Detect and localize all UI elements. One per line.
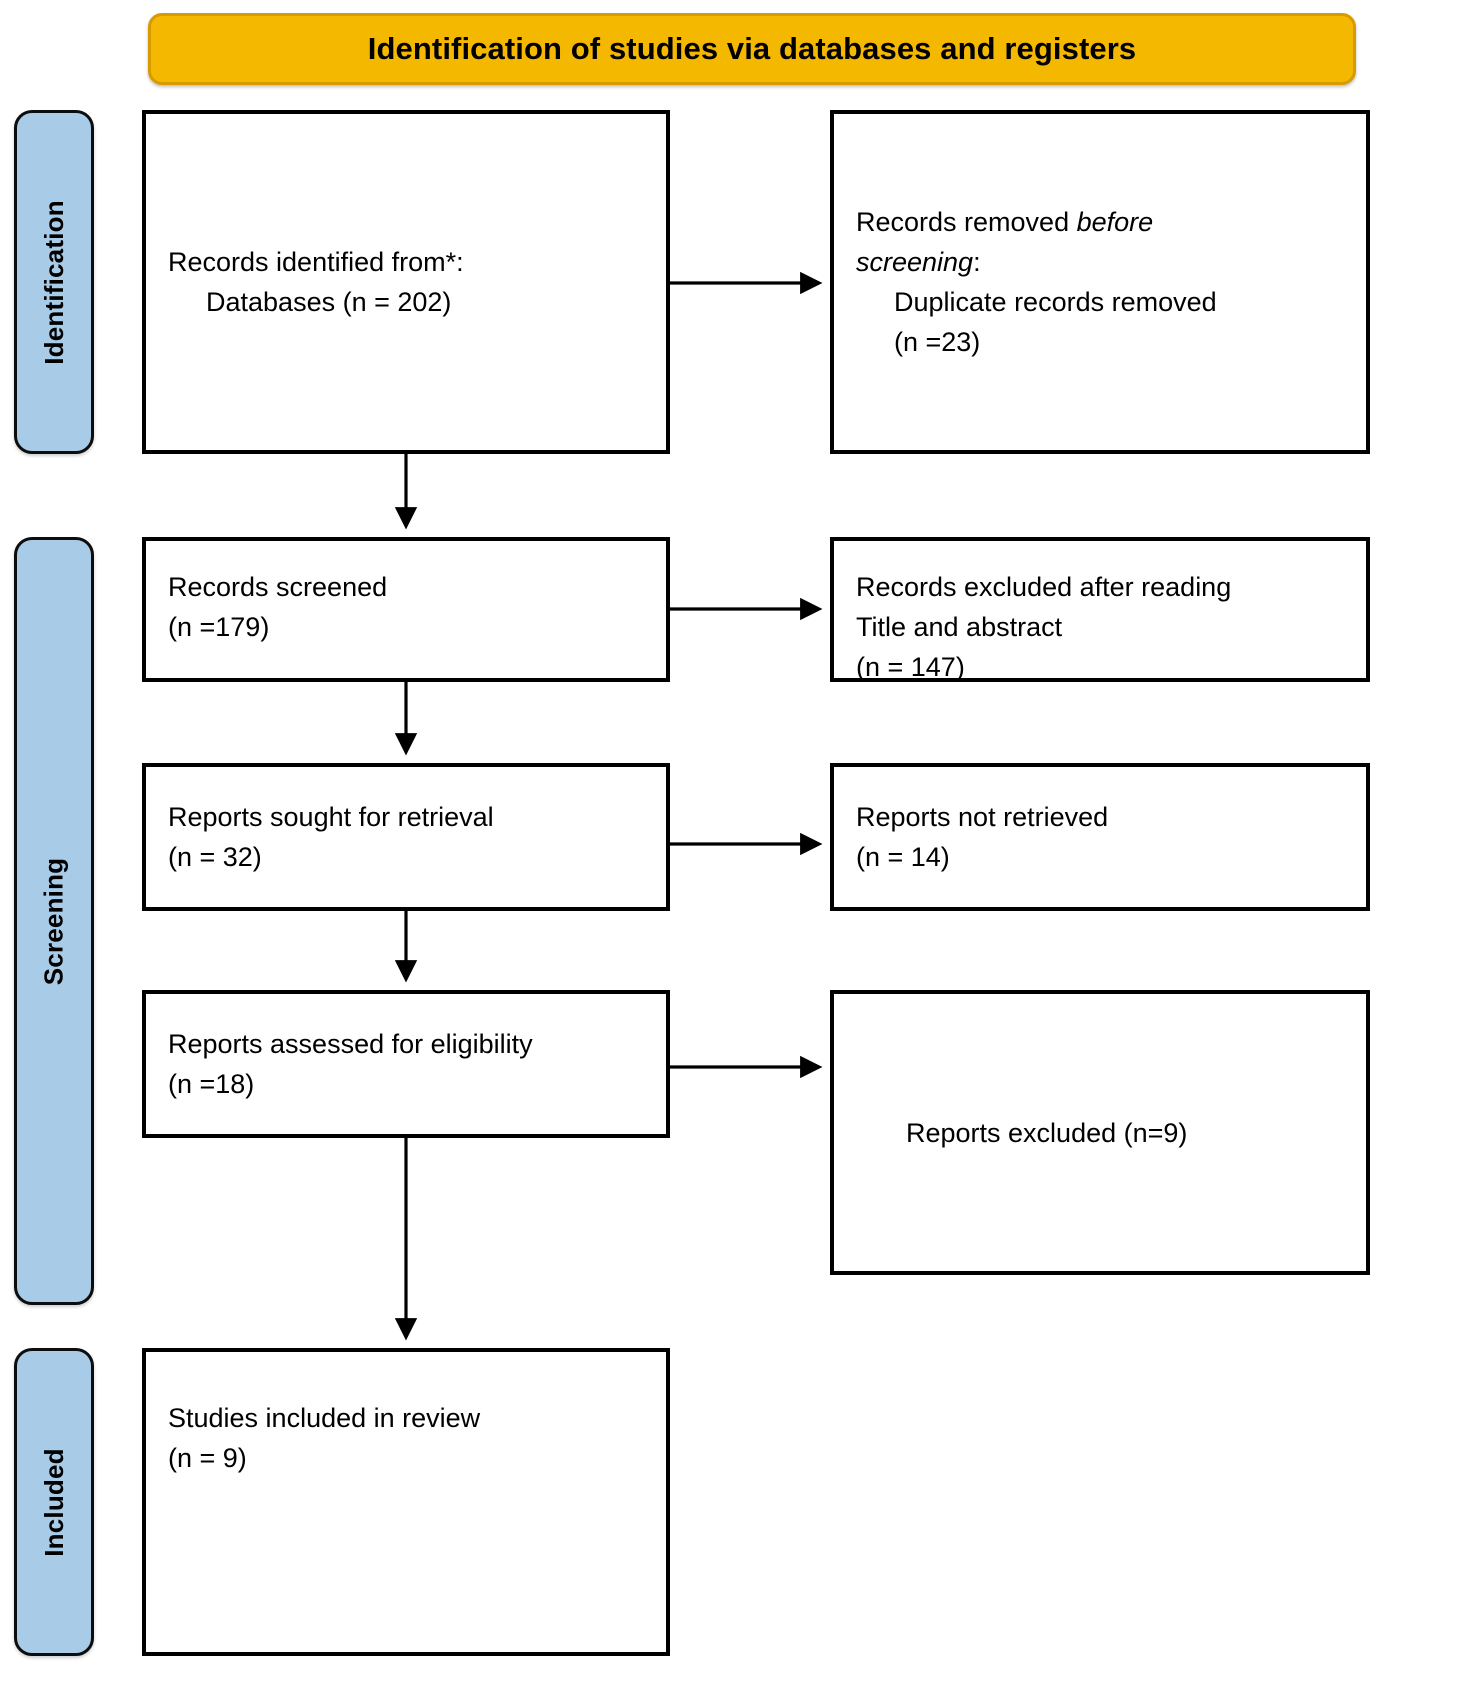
records-removed-line1: Records removed before [856, 202, 1352, 242]
reports-not-retrieved-line2: (n = 14) [856, 842, 950, 872]
records-screened-line2: (n =179) [168, 612, 270, 642]
reports-eligibility-line2: (n =18) [168, 1069, 255, 1099]
records-excluded-line2: Title and abstract [856, 612, 1063, 642]
records-identified-line2: Databases (n = 202) [206, 287, 452, 317]
reports-sought-line2: (n = 32) [168, 842, 262, 872]
records-removed-line2-a: screening [856, 247, 974, 277]
records-removed-line3: Duplicate records removed [894, 287, 1217, 317]
reports-sought-line1: Reports sought for retrieval [168, 802, 494, 832]
box-records-identified: Records identified from*: Databases (n =… [142, 110, 670, 454]
box-records-removed: Records removed before screening: Duplic… [830, 110, 1370, 454]
records-removed-line4: (n =23) [894, 327, 981, 357]
box-reports-not-retrieved: Reports not retrieved (n = 14) [830, 763, 1370, 911]
diagram-header-banner: Identification of studies via databases … [148, 13, 1356, 85]
box-studies-included: Studies included in review (n = 9) [142, 1348, 670, 1656]
box-records-excluded: Records excluded after reading Title and… [830, 537, 1370, 682]
stage-label-included: Included [14, 1348, 94, 1656]
studies-included-line1: Studies included in review [168, 1403, 481, 1433]
reports-eligibility-line1: Reports assessed for eligibility [168, 1029, 533, 1059]
box-records-screened: Records screened (n =179) [142, 537, 670, 682]
records-excluded-line3: (n = 147) [856, 652, 965, 682]
records-excluded-line1: Records excluded after reading [856, 572, 1232, 602]
records-identified-line1: Records identified from*: [168, 247, 464, 277]
box-reports-excluded-count: Reports excluded (n=9) [830, 990, 1370, 1275]
records-removed-line1-a: Records removed [856, 207, 1077, 237]
diagram-title: Identification of studies via databases … [367, 31, 1137, 66]
box-reports-assessed-eligibility: Reports assessed for eligibility (n =18) [142, 990, 670, 1138]
reports-not-retrieved-line1: Reports not retrieved [856, 802, 1109, 832]
box-reports-sought: Reports sought for retrieval (n = 32) [142, 763, 670, 911]
stage-label-identification: Identification [14, 110, 94, 454]
records-removed-line2-b: : [973, 247, 981, 277]
records-removed-line1-b: before [1076, 207, 1154, 237]
stage-label-identification-text: Identification [38, 199, 69, 365]
records-removed-line2: screening: [856, 242, 1352, 282]
stage-label-included-text: Included [38, 1447, 69, 1557]
reports-excluded-line1: Reports excluded (n=9) [906, 1117, 1188, 1148]
stage-label-screening-text: Screening [38, 857, 69, 985]
studies-included-line2: (n = 9) [168, 1443, 247, 1473]
stage-label-screening: Screening [14, 537, 94, 1305]
records-screened-line1: Records screened [168, 572, 388, 602]
